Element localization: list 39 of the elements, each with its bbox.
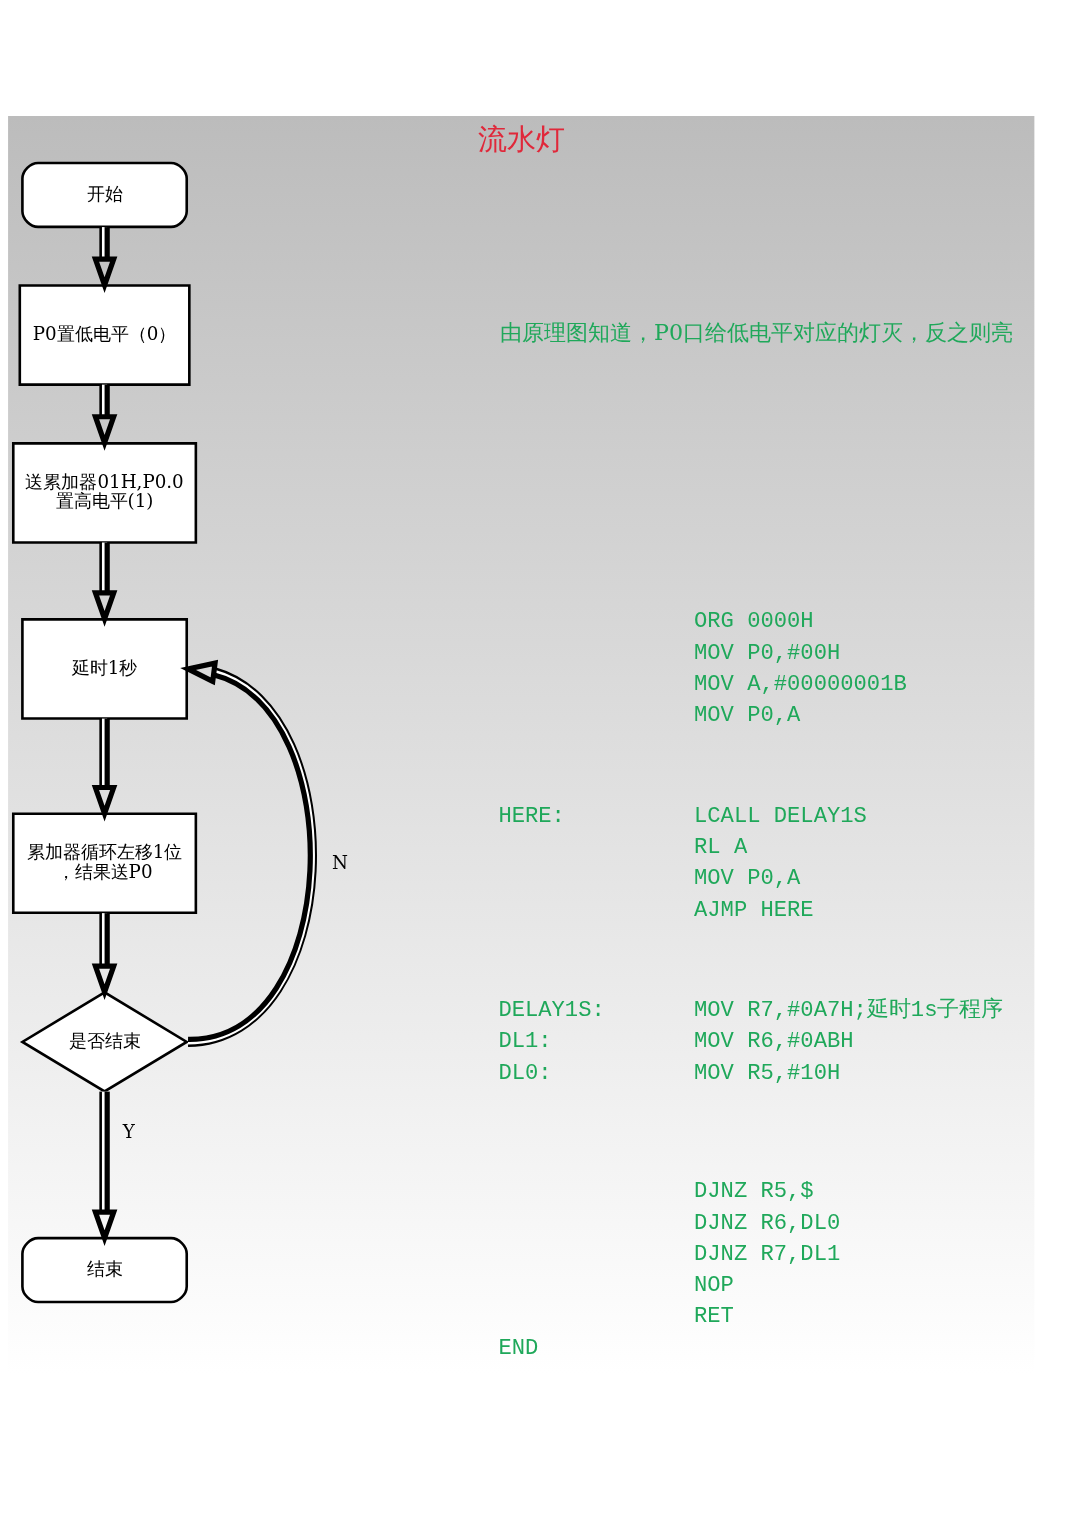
node-box: P0置低电平（0） xyxy=(18,284,191,386)
node-diamond: 是否结束 xyxy=(19,990,190,1093)
label: DL1: xyxy=(498,1029,552,1055)
label: HERE: xyxy=(498,803,565,829)
label: MOV A,#00000001B xyxy=(694,671,907,697)
label: DL0: xyxy=(498,1060,552,1086)
label: DJNZ R5,$ xyxy=(694,1179,814,1205)
arrow xyxy=(91,718,118,822)
label: MOV R7,#0A7H;延时1s子程序 xyxy=(694,997,1004,1023)
node-box: 延时1秒 xyxy=(21,618,189,720)
arrow xyxy=(180,659,317,1048)
label: DJNZ R7,DL1 xyxy=(694,1241,841,1267)
diagram-title: 流水灯 xyxy=(477,122,565,157)
label: NOP xyxy=(694,1273,734,1299)
label: DJNZ R6,DL0 xyxy=(694,1210,841,1236)
node-box: 累加器循环左移1位，结果送P0 xyxy=(11,812,198,915)
label: MOV P0,A xyxy=(694,866,801,892)
label: RET xyxy=(694,1304,734,1330)
label: LCALL DELAY1S xyxy=(694,803,867,829)
node-box: 开始 xyxy=(21,161,189,229)
label: ORG 0000H xyxy=(694,609,814,635)
arrow xyxy=(91,542,118,627)
node-box: 结束 xyxy=(21,1236,189,1304)
label: MOV P0,#00H xyxy=(694,640,841,666)
arrow xyxy=(91,913,118,1001)
node-box: 送累加器01H,P0.0置高电平(1) xyxy=(11,442,198,544)
label: MOV R6,#0ABH xyxy=(694,1029,854,1055)
arrow xyxy=(91,384,118,451)
label: MOV P0,A xyxy=(694,703,801,729)
edge-label: Y xyxy=(122,1121,135,1143)
arrow xyxy=(91,1091,118,1247)
arrow xyxy=(91,227,118,294)
label: DELAY1S: xyxy=(498,997,605,1023)
label: END xyxy=(498,1335,539,1361)
label: MOV R5,#10H xyxy=(694,1060,841,1086)
label: AJMP HERE xyxy=(694,897,814,923)
label: 由原理图知道，P0口给低电平对应的灯灭，反之则亮 xyxy=(500,319,1014,346)
label: RL A xyxy=(694,834,748,860)
edge-label: N xyxy=(332,851,349,873)
